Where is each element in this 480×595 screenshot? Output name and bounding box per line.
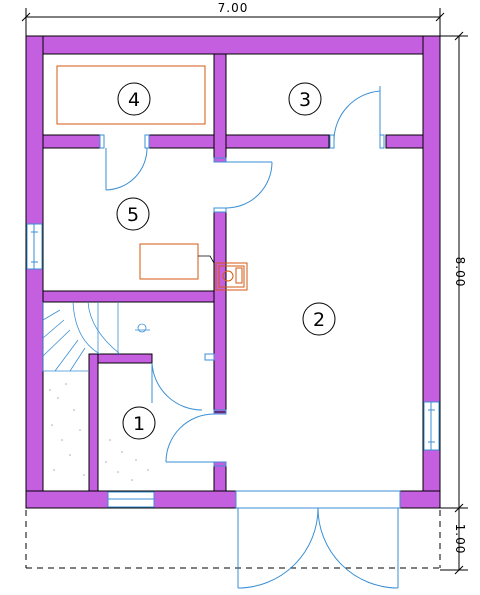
porch-outline — [25, 510, 441, 569]
room-4-marker: 4 — [117, 82, 151, 116]
dimension-width-label: 7.00 — [218, 1, 249, 15]
fixture-bench — [56, 65, 206, 125]
room-1-number: 1 — [133, 413, 145, 435]
fixture-heater — [139, 243, 199, 280]
dimension-porch-label: 1.00 — [453, 524, 467, 555]
room-1-marker: 1 — [122, 406, 156, 440]
doors — [99, 86, 401, 589]
room-5-marker: 5 — [116, 197, 150, 231]
stove-connector — [198, 255, 215, 264]
window-bottom — [107, 491, 155, 508]
wall-top — [25, 35, 441, 55]
stove-icon — [215, 262, 248, 291]
room-3-number: 3 — [299, 89, 311, 111]
wall-h1-b — [148, 134, 330, 149]
stairs — [42, 301, 150, 372]
dimension-height — [440, 31, 468, 575]
window-right — [423, 401, 440, 451]
wall-h1-c — [385, 134, 424, 149]
wall-left — [25, 35, 44, 509]
wall-h2 — [42, 290, 215, 303]
wall-v2 — [88, 353, 99, 492]
dimension-height-label: 8.00 — [453, 257, 467, 288]
room-5-number: 5 — [127, 204, 139, 226]
room-3-marker: 3 — [288, 82, 322, 116]
window-left — [26, 223, 43, 270]
wall-bottom-right — [399, 490, 441, 509]
wall-h1-a — [42, 134, 101, 149]
wall-v1-top — [213, 53, 227, 163]
walls — [25, 35, 441, 509]
room-4-number: 4 — [128, 89, 140, 111]
wall-v1-mid — [213, 211, 227, 413]
room-2-number: 2 — [313, 309, 325, 331]
room-2-marker: 2 — [302, 302, 336, 336]
stairs-hatch — [49, 383, 149, 481]
dimension-width — [21, 8, 445, 36]
